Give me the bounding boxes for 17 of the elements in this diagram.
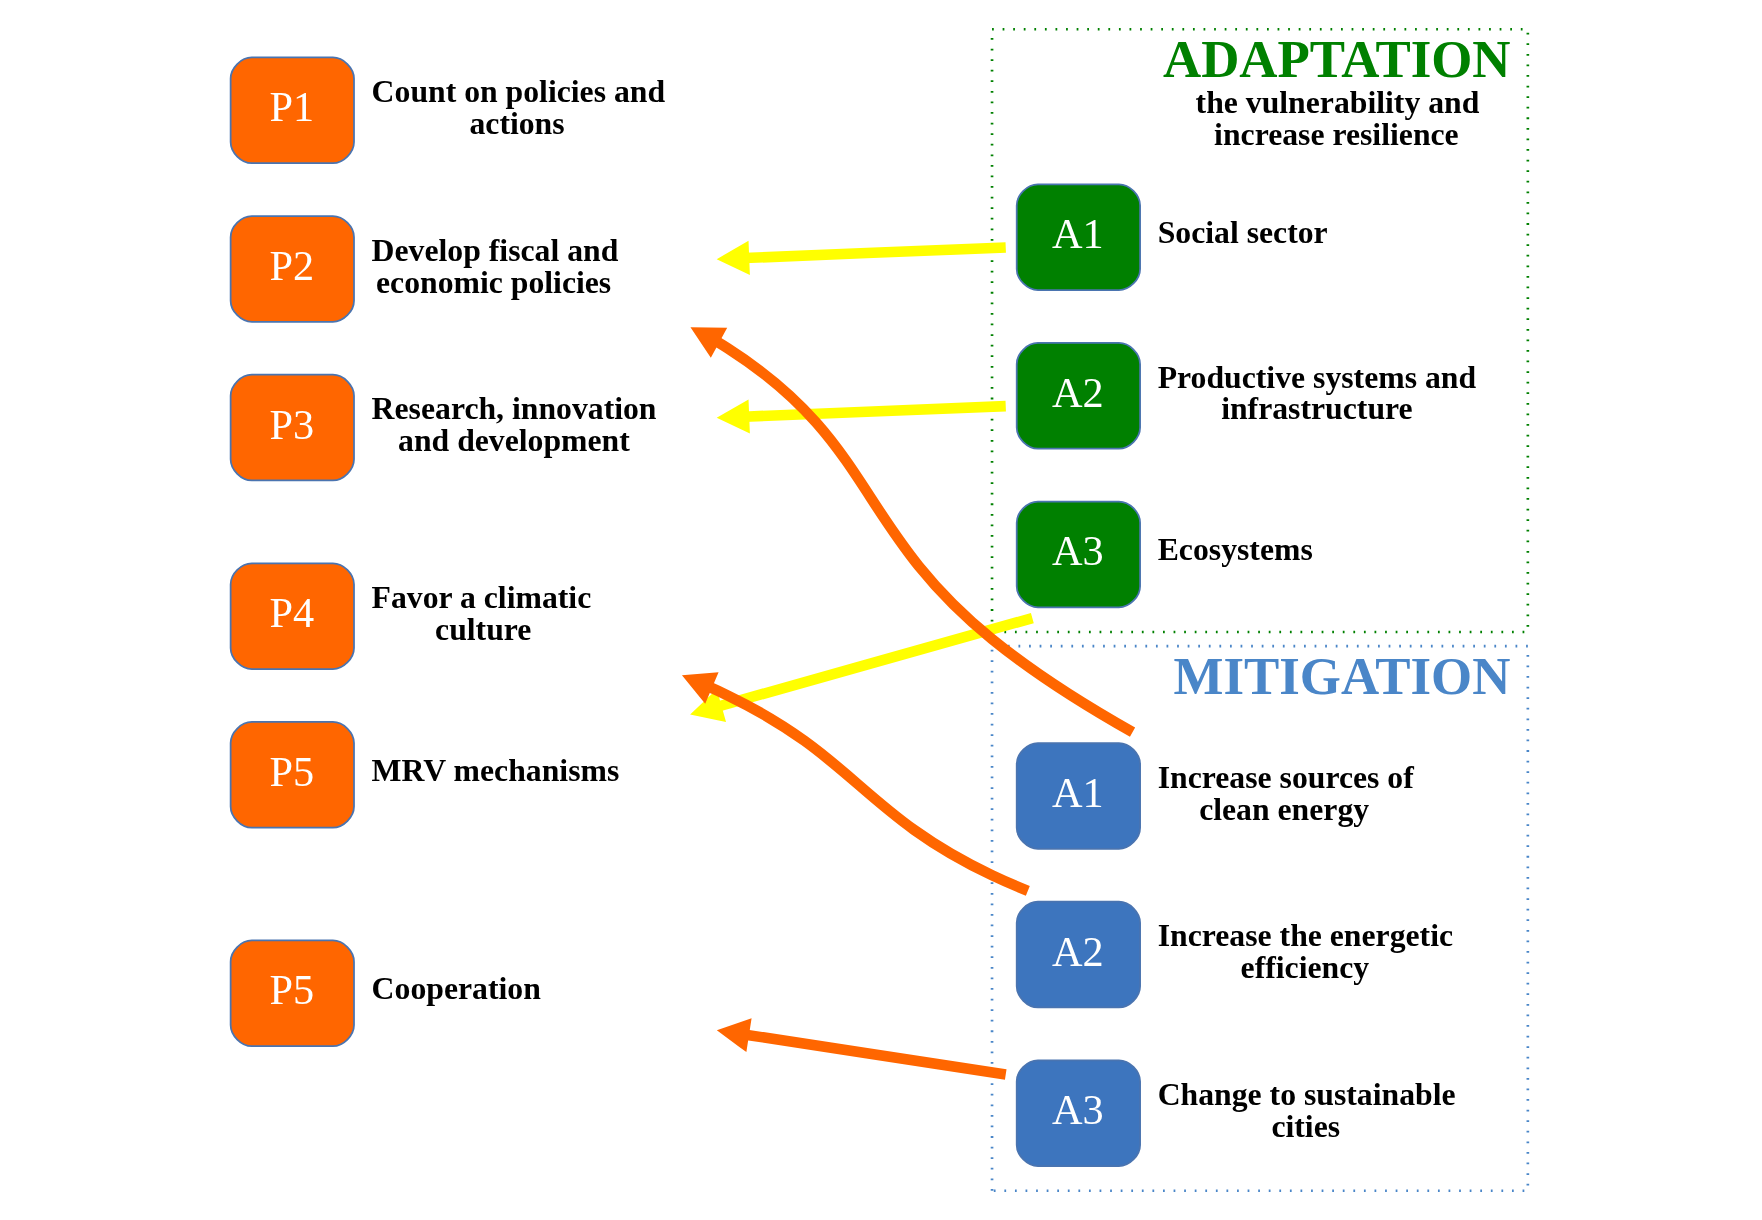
arrow — [716, 1018, 1007, 1080]
arrow — [681, 672, 1030, 896]
node-label: Count on policies and actions — [371, 74, 666, 141]
node-label: MRV mechanisms — [371, 752, 620, 788]
node-label: Develop fiscal and economic policies — [371, 232, 619, 300]
node-label: Social sector — [1157, 215, 1328, 251]
node-label: Favor a climatic culture — [371, 580, 592, 647]
arrow — [690, 327, 1136, 737]
node-label: Cooperation — [371, 971, 541, 1007]
node-label: Change to sustainable cities — [1157, 1077, 1456, 1144]
arrow — [716, 399, 1006, 434]
node-label: Productive systems and infrastructure — [1157, 359, 1477, 427]
node-label: Research, innovation and development — [371, 391, 657, 459]
node-label: Increase sources of clean energy — [1157, 759, 1414, 827]
arrow — [716, 240, 1006, 275]
node-label: Increase the energetic efficiency — [1157, 918, 1454, 986]
node-label: Ecosystems — [1157, 532, 1313, 568]
